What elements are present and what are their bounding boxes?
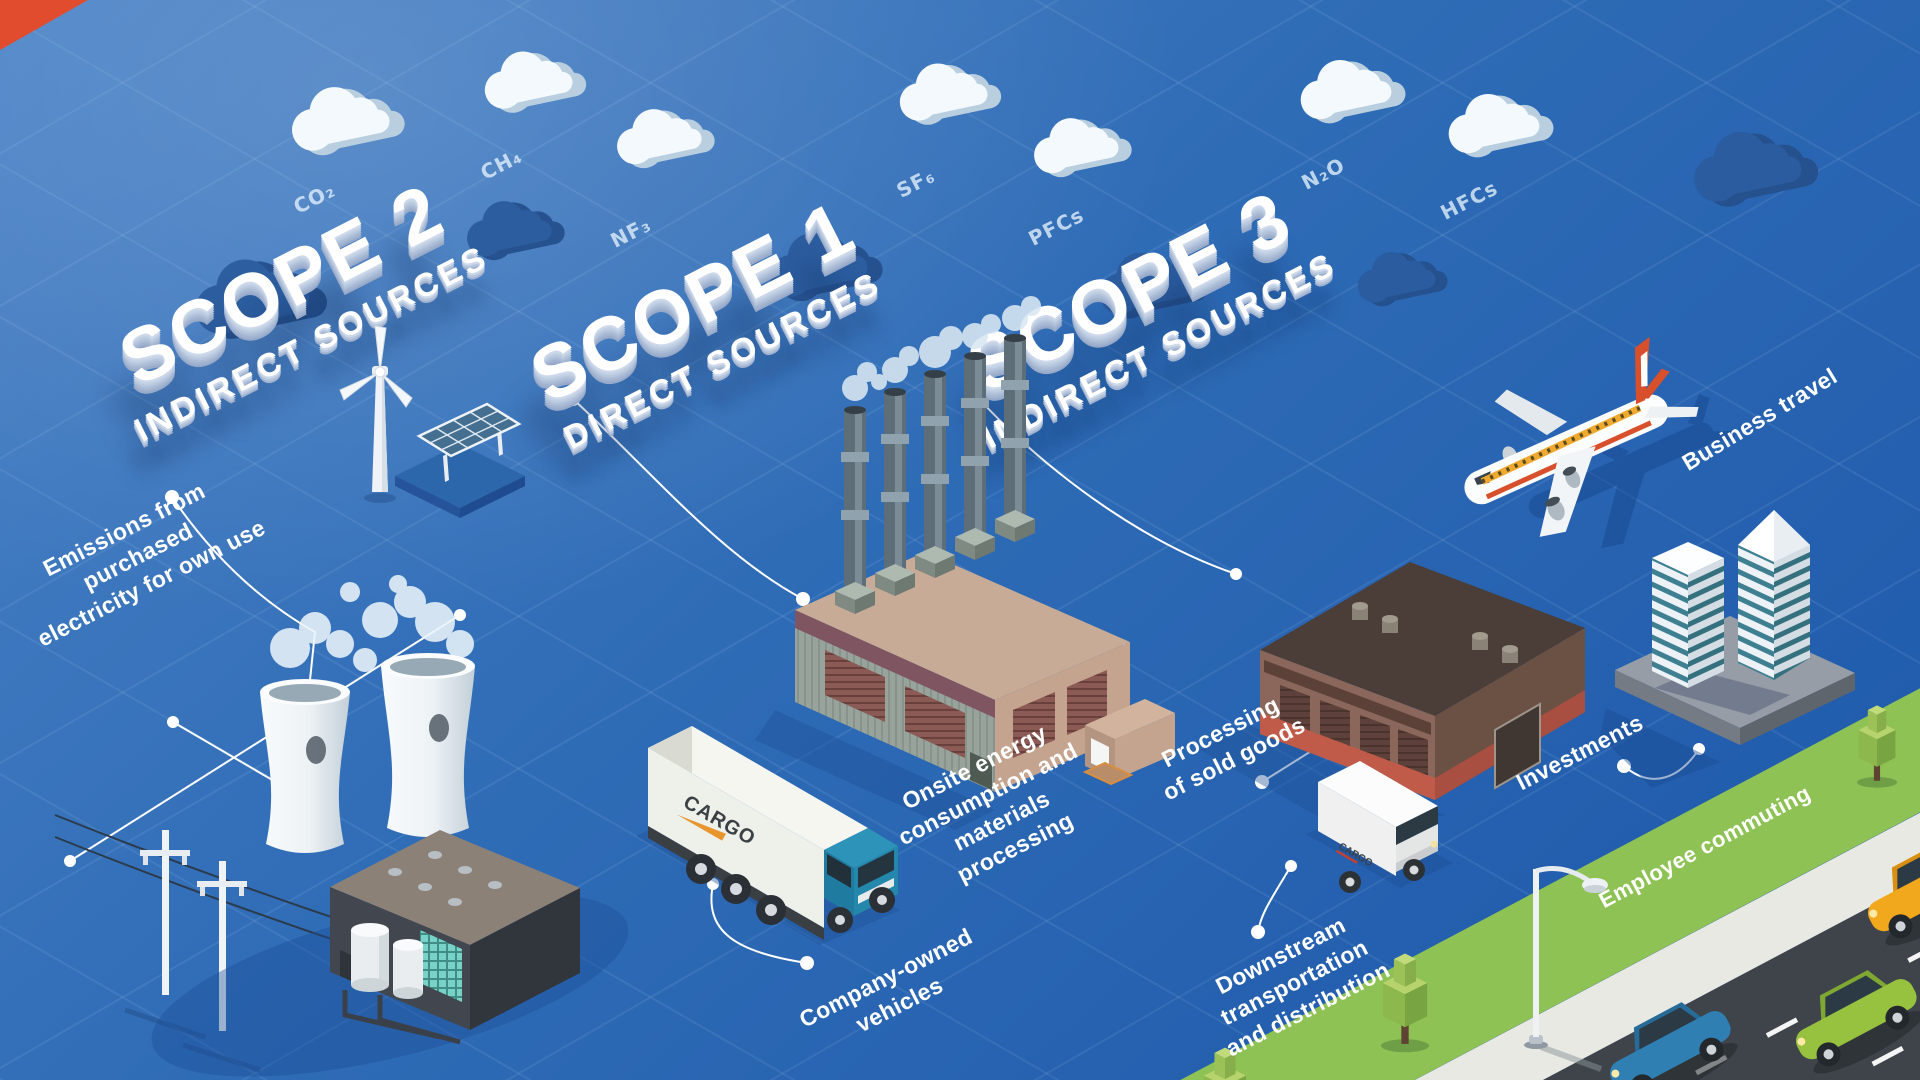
- utility-pole: [140, 830, 190, 995]
- cooling-tower: [260, 679, 350, 853]
- roof-vents: [1352, 602, 1518, 663]
- sidewalk: [1414, 812, 1920, 1080]
- smokestacks: [835, 334, 1035, 614]
- gas-cloud-hfcs: [1428, 80, 1568, 171]
- gas-cloud-pfcs: [1015, 105, 1145, 190]
- gas-cloud-sf6: [880, 50, 1015, 138]
- storage-tank: [351, 923, 389, 992]
- gas-cloud-nf3: [598, 96, 728, 181]
- car-illustration-yellow: [1867, 842, 1920, 946]
- storage-tank: [393, 939, 423, 999]
- grass-strip: [1180, 688, 1920, 1080]
- tower: [1652, 542, 1724, 688]
- cooling-tower: [381, 653, 475, 837]
- van-side: [1318, 782, 1396, 876]
- tree-icon: [1846, 690, 1908, 790]
- truck-cab: [824, 828, 898, 933]
- warehouse-roof: [1260, 562, 1585, 716]
- factory-roof: [795, 552, 1130, 700]
- warehouse-door: [1494, 702, 1541, 790]
- plant-pipes: [342, 990, 461, 1045]
- factory-annex: [1082, 699, 1175, 786]
- wind-turbine-illustration: [339, 325, 413, 503]
- solar-panel-illustration: [395, 402, 525, 518]
- street-lamp-icon: [1524, 866, 1608, 1072]
- gas-cloud-n2o: [1280, 46, 1420, 137]
- turbine-blades: [339, 325, 413, 408]
- factory-window: [905, 686, 965, 758]
- car-illustration-green: [1795, 970, 1920, 1074]
- airplane-illustration: [1464, 336, 1735, 549]
- truck-wheels: [686, 854, 786, 925]
- factory-window: [825, 650, 885, 722]
- plant-windows: [420, 930, 462, 1002]
- tower: [1738, 510, 1810, 680]
- cargo-truck-illustration: CARGO: [636, 726, 900, 945]
- platform: [1615, 616, 1855, 728]
- pole-ground-shadows: [124, 1007, 261, 1073]
- skyscrapers-illustration: [1600, 510, 1855, 788]
- gas-cloud-ch4: [465, 38, 600, 126]
- delivery-van-illustration: CARGO: [1306, 761, 1453, 893]
- power-plant-illustration: [151, 575, 629, 1077]
- solar-panel-surface: [416, 402, 522, 458]
- power-lines-illustration: [54, 814, 356, 1073]
- roof-vents: [388, 851, 502, 906]
- factory-window: [1013, 692, 1055, 758]
- car-illustration-blue: [1609, 1002, 1738, 1080]
- factory-illustration: [755, 296, 1175, 830]
- smoke-puffs: [842, 296, 1041, 401]
- airplane-body: [1464, 336, 1699, 537]
- van-windshield: [1396, 806, 1438, 845]
- gas-cloud-co2: [270, 72, 420, 170]
- utility-pole: [197, 861, 247, 1031]
- factory-window: [1067, 670, 1107, 735]
- steam-puffs: [270, 575, 474, 672]
